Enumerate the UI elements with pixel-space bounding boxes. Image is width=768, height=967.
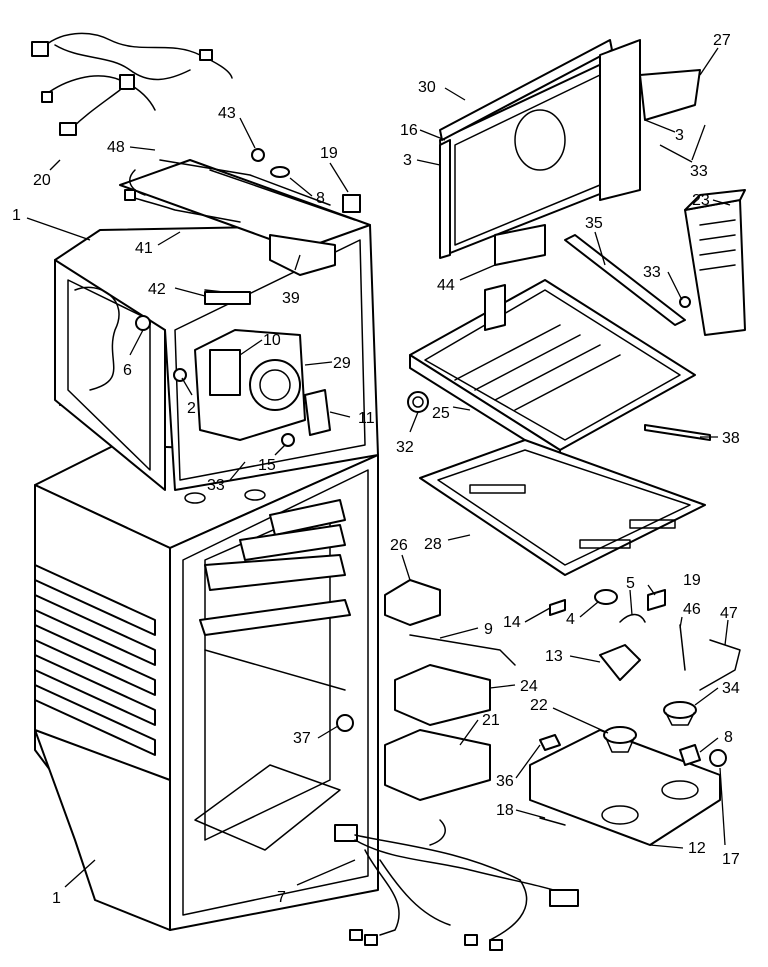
callout-8-right: 8: [724, 729, 733, 746]
callout-43: 43: [218, 105, 236, 122]
item-9-wire: [409, 634, 516, 666]
callout-37: 37: [293, 730, 311, 747]
callout-19-right: 19: [683, 572, 701, 589]
callout-47: 47: [720, 605, 738, 622]
callout-22: 22: [530, 697, 548, 714]
air-duct-23: [679, 189, 746, 336]
callout-11: 11: [358, 410, 375, 427]
callout-6: 6: [123, 362, 132, 379]
callout-24: 24: [520, 678, 538, 695]
callout-13: 13: [545, 648, 563, 665]
item-22-cup: [603, 726, 637, 753]
callout-28: 28: [424, 536, 442, 553]
callout-21: 21: [482, 712, 500, 729]
item-26-switch: [384, 579, 441, 626]
callout-10: 10: [263, 332, 281, 349]
callout-30: 30: [418, 79, 436, 96]
callout-16: 16: [400, 122, 418, 139]
callout-34: 34: [722, 680, 740, 697]
wire-harness-top: [31, 32, 233, 136]
item-32-roller: [407, 391, 429, 413]
callout-39: 39: [282, 290, 300, 307]
leader-lines: [26, 47, 731, 888]
callout-7: 7: [277, 889, 286, 906]
callout-29: 29: [333, 355, 351, 372]
callout-9: 9: [484, 621, 493, 638]
callout-2: 2: [187, 400, 196, 417]
callout-3-left: 3: [403, 152, 412, 169]
item-14-bracket: [549, 599, 566, 616]
item-13-bracket: [599, 644, 641, 681]
freezer-back-panel: [439, 39, 701, 266]
item-18-pin: [539, 817, 566, 826]
callout-4: 4: [566, 611, 575, 628]
item-36-plate: [539, 734, 561, 751]
item-34-cup: [663, 701, 697, 726]
cabinet-liner: [34, 444, 379, 931]
callout-42: 42: [148, 281, 166, 298]
callout-23: 23: [692, 192, 710, 209]
callout-41: 41: [135, 240, 153, 257]
wire-harness-bottom: [334, 819, 579, 951]
callout-44: 44: [437, 277, 455, 294]
callout-17: 17: [722, 851, 740, 868]
evaporator-housing: [54, 159, 379, 491]
callout-33-left: 33: [207, 477, 225, 494]
freezer-floor: [419, 439, 706, 576]
callout-labels: 20 1 48 43 8 19 41 42 39 6 10 29 2 11 15…: [12, 32, 740, 907]
callout-12: 12: [688, 840, 706, 857]
callout-33-mid: 33: [643, 264, 661, 281]
callout-18: 18: [496, 802, 514, 819]
callout-14: 14: [503, 614, 521, 631]
rails: [564, 234, 711, 441]
callout-27: 27: [713, 32, 731, 49]
item-19-clip: [647, 589, 666, 611]
callout-26: 26: [390, 537, 408, 554]
callout-32: 32: [396, 439, 414, 456]
freezer-shelf: [409, 279, 696, 463]
item-24-housing: [394, 664, 491, 726]
callout-35: 35: [585, 215, 603, 232]
callout-20: 20: [33, 172, 51, 189]
callout-8-top: 8: [316, 190, 325, 207]
item-5-clip: [619, 613, 646, 623]
callout-46: 46: [683, 601, 701, 618]
callout-3-right: 3: [675, 127, 684, 144]
hardware-top: [204, 148, 361, 305]
callout-38: 38: [722, 430, 740, 447]
callout-1-bottom: 1: [52, 890, 61, 907]
callout-1-top: 1: [12, 207, 21, 224]
item-37-grommet: [336, 714, 354, 732]
callout-36: 36: [496, 773, 514, 790]
callout-33-right: 33: [690, 163, 708, 180]
item-21-chute: [384, 729, 491, 801]
callout-25: 25: [432, 405, 450, 422]
callout-15: 15: [258, 457, 276, 474]
callout-5: 5: [626, 575, 635, 592]
item-4-knob: [594, 589, 618, 605]
item-8-17-hardware: [679, 744, 727, 767]
callout-19-top: 19: [320, 145, 338, 162]
callout-48: 48: [107, 139, 125, 156]
